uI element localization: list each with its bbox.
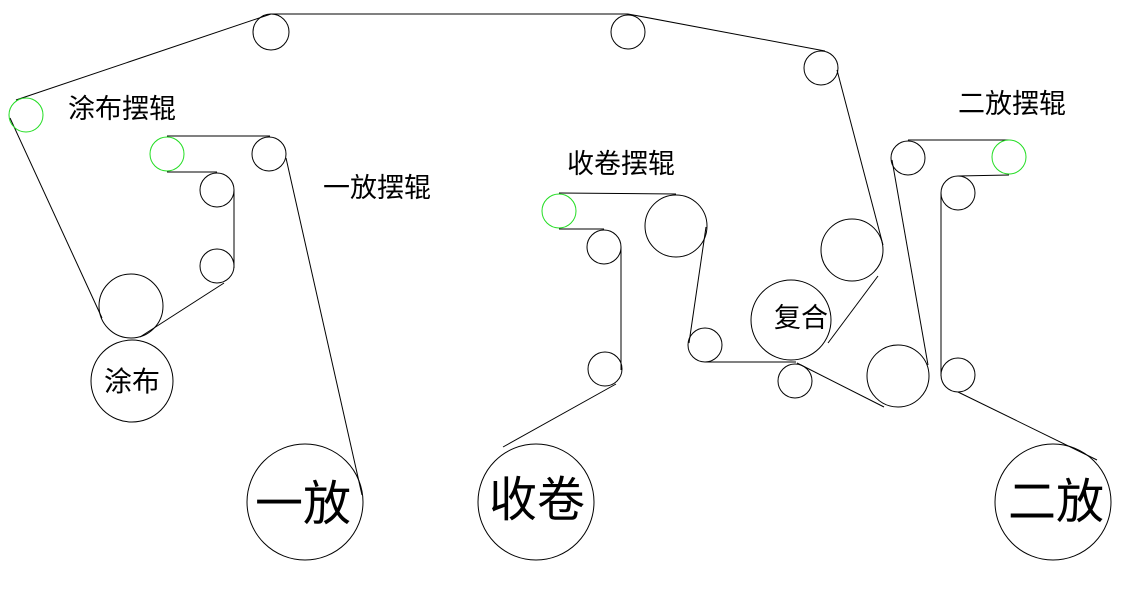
web-segment — [139, 282, 225, 338]
coating-backup-roller — [98, 273, 164, 339]
rollers — [8, 13, 1112, 561]
idler-roller — [252, 13, 290, 51]
idler-roller — [587, 351, 623, 387]
unwind2-dancer-roller — [991, 139, 1027, 175]
idler-roller — [820, 218, 884, 282]
idler-roller — [940, 175, 976, 211]
unwind1-roll — [246, 443, 364, 561]
rewind-dancer-roller — [541, 193, 577, 229]
web-segment — [957, 391, 1098, 461]
coating-roller — [90, 339, 174, 423]
unwind1-label: 一放 — [255, 476, 351, 532]
idler-roller — [890, 140, 926, 176]
idler-roller — [687, 327, 723, 363]
web-segment — [891, 159, 929, 366]
idler-roller — [199, 248, 235, 284]
web-segment — [558, 192, 677, 195]
web-segment — [9, 117, 103, 319]
laminating-nip-roller — [777, 363, 813, 399]
labels: 涂布摆辊 一放摆辊 收卷摆辊 二放摆辊 涂布 复合 一放 收卷 二放 — [68, 89, 1104, 532]
idler-roller — [586, 229, 622, 265]
rewind-roll — [477, 443, 595, 561]
web-segment — [796, 362, 885, 408]
web-segment — [627, 13, 826, 52]
unwind2-dancer-label: 二放摆辊 — [958, 89, 1066, 120]
laminating-label: 复合 — [774, 303, 828, 334]
web-segment — [957, 174, 1010, 177]
unwind2-roll — [994, 443, 1112, 561]
unwind2-label: 二放 — [1008, 474, 1104, 530]
idler-roller — [803, 50, 839, 86]
unwind1-dancer-roller — [149, 136, 185, 172]
rewind-dancer-label: 收卷摆辊 — [567, 149, 675, 180]
coating-dancer-roller — [8, 97, 44, 133]
web-segment — [285, 157, 363, 496]
unwind1-dancer-label: 一放摆辊 — [323, 173, 431, 204]
idler-roller — [199, 172, 235, 208]
web-segment — [827, 275, 879, 344]
rewind-label: 收卷 — [489, 472, 585, 528]
web-segment — [688, 226, 707, 344]
idler-roller — [610, 14, 646, 50]
idler-roller — [940, 357, 976, 393]
web-segment — [15, 13, 272, 101]
idler-roller — [644, 194, 708, 258]
coating-label: 涂布 — [104, 365, 160, 398]
web-segment — [836, 69, 884, 246]
web-path — [9, 13, 1098, 496]
idler-roller — [251, 136, 287, 172]
laminating-roller — [750, 279, 832, 361]
web-segment — [502, 383, 617, 448]
coating-dancer-label: 涂布摆辊 — [68, 94, 176, 125]
idler-roller — [866, 344, 930, 408]
